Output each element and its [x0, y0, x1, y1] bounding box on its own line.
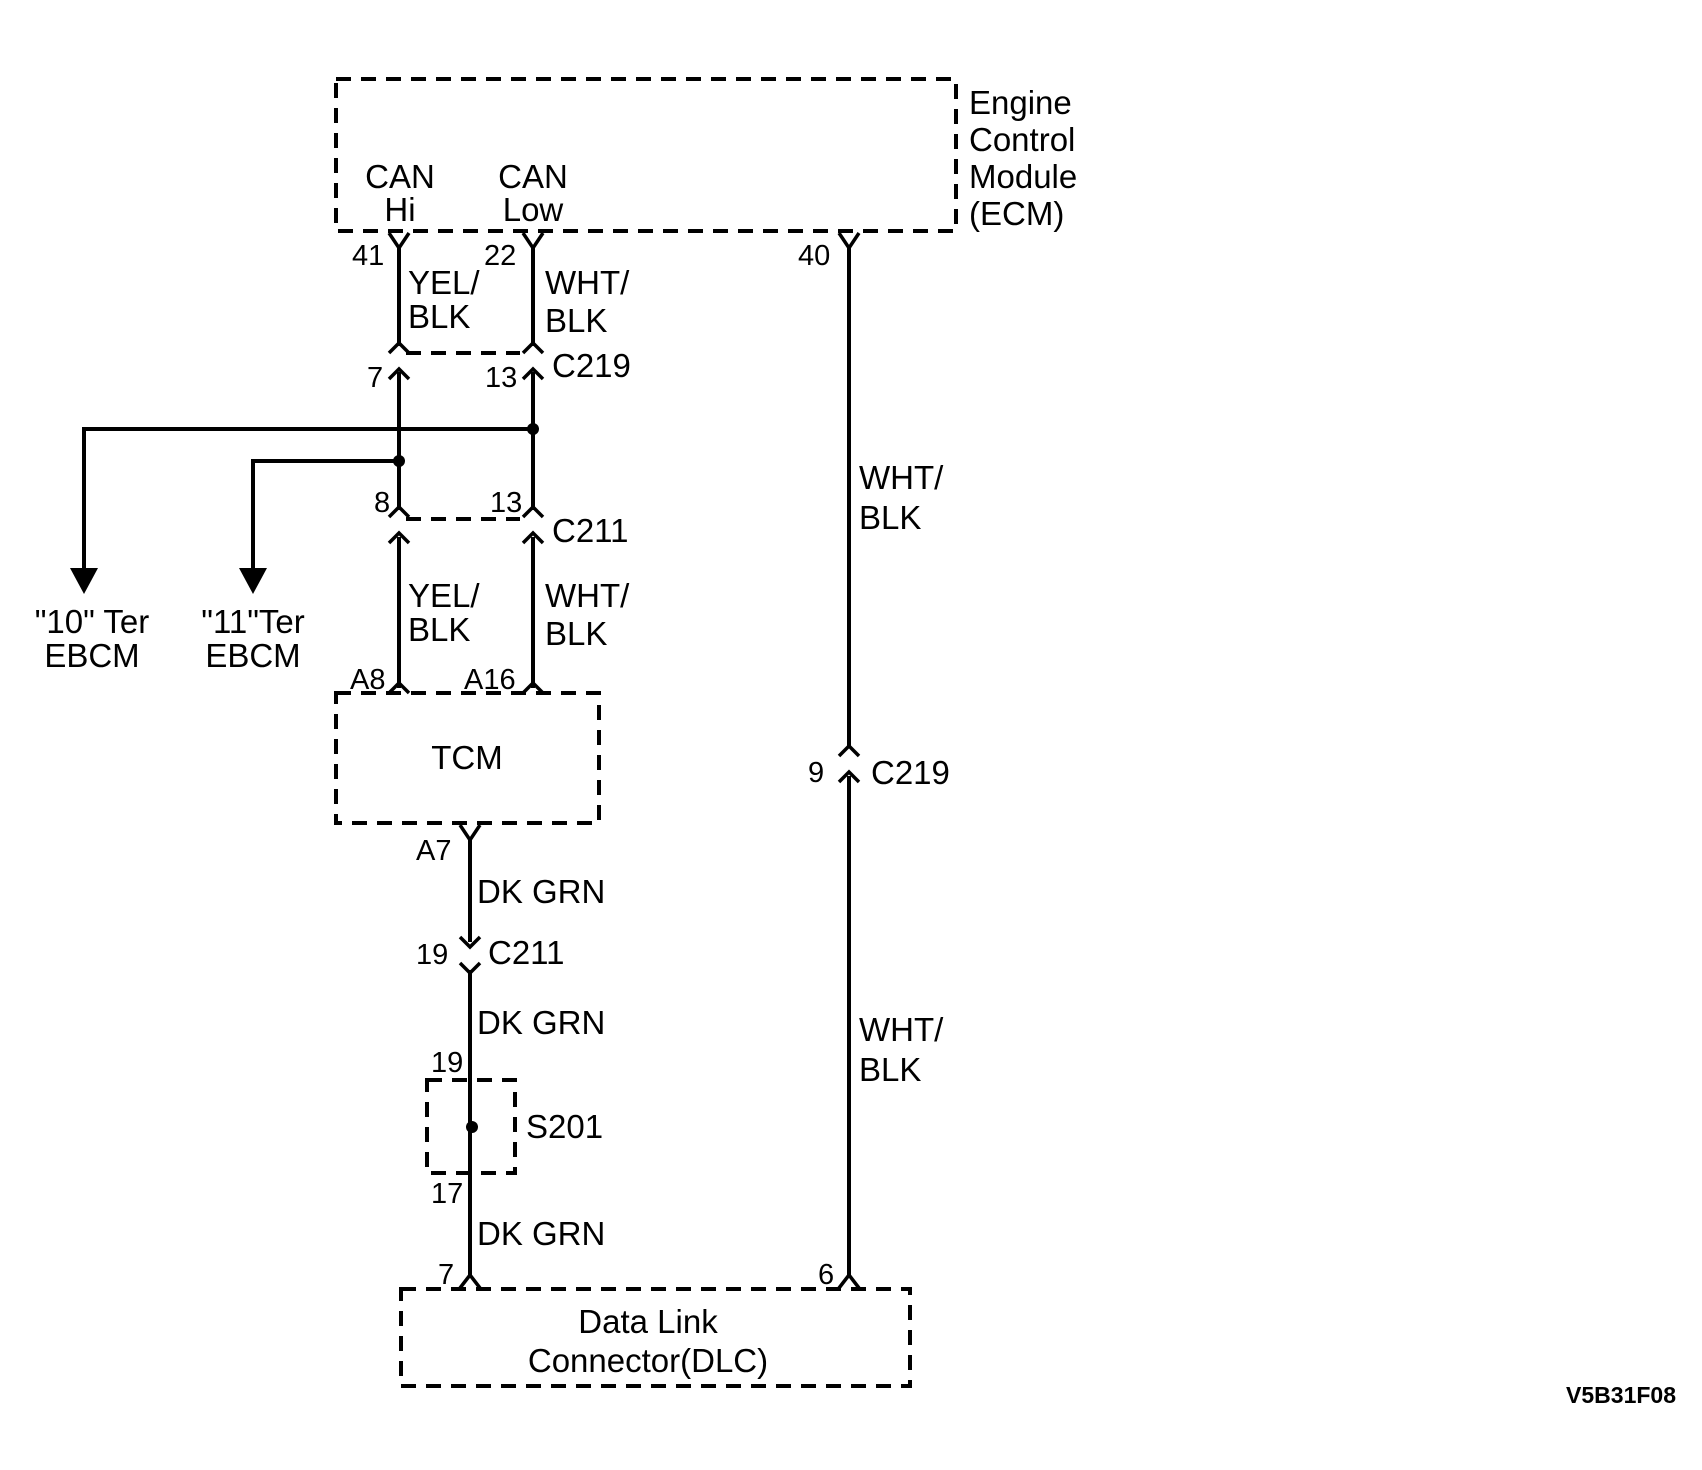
connector-tcm-a8	[387, 680, 411, 695]
connector-id-c219-top: C219	[552, 347, 631, 384]
wire-label-right-upper-1: WHT/	[859, 459, 944, 496]
connector-c211-8-bottom	[387, 530, 411, 545]
ecm-label-line4: (ECM)	[969, 195, 1064, 232]
connector-ecm-40	[837, 232, 861, 252]
splice-label: S201	[526, 1108, 603, 1145]
wire-label-wht-blk-upper-2: BLK	[545, 302, 607, 339]
connector-ecm-41	[387, 232, 411, 252]
ebcm-10-label-line2: EBCM	[44, 637, 139, 674]
pin-ecm-22: 22	[484, 240, 516, 272]
wire-label-yel-blk-upper-1: YEL/	[408, 264, 480, 301]
can-hi-label-line1: CAN	[365, 158, 435, 195]
dlc-label-line1: Data Link	[578, 1303, 718, 1340]
ecm-label-line3: Module	[969, 158, 1077, 195]
pin-dlc-7: 7	[438, 1259, 454, 1291]
pin-c219-13: 13	[485, 362, 517, 394]
connector-c219-7-bottom	[387, 366, 411, 381]
wire-branch-ebcm-11	[251, 459, 399, 570]
dlc-box	[399, 1287, 912, 1388]
connector-c211-19-top	[458, 935, 482, 950]
pin-ecm-40: 40	[798, 240, 830, 272]
wire-label-right-upper-2: BLK	[859, 499, 921, 536]
wire-label-dk-grn-1: DK GRN	[477, 873, 605, 910]
connector-id-c211-mid: C211	[552, 512, 628, 549]
pin-tcm-a16: A16	[464, 664, 516, 696]
pin-tcm-a8: A8	[350, 664, 385, 696]
ebcm-11-label-line1: "11"Ter	[201, 603, 305, 640]
wire-label-yel-blk-lower-2: BLK	[408, 611, 470, 648]
can-low-label-line1: CAN	[498, 158, 568, 195]
ebcm-10-label-line1: "10" Ter	[35, 603, 150, 640]
connector-id-c211-low: C211	[488, 934, 564, 971]
pin-ecm-41: 41	[352, 240, 384, 272]
ebcm-11-label-line2: EBCM	[205, 637, 300, 674]
splice-dot	[466, 1121, 478, 1133]
tcm-label: TCM	[431, 739, 502, 776]
figure-id: V5B31F08	[1566, 1382, 1676, 1408]
can-hi-label-line2: Hi	[384, 191, 415, 228]
dlc-label-line2: Connector(DLC)	[528, 1342, 768, 1379]
ecm-label-line2: Control	[969, 121, 1075, 158]
ecm-box	[334, 77, 958, 233]
pin-c219-9: 9	[808, 757, 824, 789]
pin-c211-19: 19	[416, 939, 448, 971]
connector-c219-13-top	[521, 340, 545, 355]
wire-label-wht-blk-lower-1: WHT/	[545, 577, 630, 614]
tcm-box	[334, 691, 601, 825]
pin-c211-8: 8	[374, 487, 390, 519]
connector-c211-19-bottom	[458, 961, 482, 976]
connector-c211-13-top	[521, 504, 545, 519]
arrow-ebcm-10	[70, 568, 98, 594]
connector-id-c219-right: C219	[871, 754, 950, 791]
arrow-ebcm-11	[239, 568, 267, 594]
wire-label-dk-grn-2: DK GRN	[477, 1004, 605, 1041]
connector-c211-13-bottom	[521, 530, 545, 545]
wire-label-right-lower-1: WHT/	[859, 1011, 944, 1048]
connector-tcm-a7	[458, 824, 482, 844]
connector-ecm-22	[521, 232, 545, 252]
pin-c219-7: 7	[367, 362, 383, 394]
ecm-label-line1: Engine	[969, 84, 1072, 121]
pin-dlc-6: 6	[818, 1259, 834, 1291]
pin-s201-19: 19	[431, 1047, 463, 1079]
pin-tcm-a7: A7	[416, 835, 451, 867]
wire-label-yel-blk-lower-1: YEL/	[408, 577, 480, 614]
junction-can-low	[527, 423, 539, 435]
wire-branch-ebcm-10	[82, 427, 533, 570]
connector-c219-9-top	[837, 743, 861, 758]
connector-c219-9-bottom	[837, 769, 861, 784]
pin-s201-17: 17	[431, 1178, 463, 1210]
junction-can-hi	[393, 455, 405, 467]
connector-tcm-a16	[521, 680, 545, 695]
connector-c219-13-bottom	[521, 366, 545, 381]
connector-c211-8-top	[387, 504, 411, 519]
wire-label-dk-grn-3: DK GRN	[477, 1215, 605, 1252]
connector-dlc-7	[458, 1272, 482, 1290]
connector-dlc-6	[837, 1272, 861, 1290]
wire-label-wht-blk-upper-1: WHT/	[545, 264, 630, 301]
connector-c219-7-top	[387, 340, 411, 355]
can-low-label-line2: Low	[503, 191, 564, 228]
wire-label-right-lower-2: BLK	[859, 1051, 921, 1088]
wire-label-yel-blk-upper-2: BLK	[408, 298, 470, 335]
pin-c211-13: 13	[490, 487, 522, 519]
wire-label-wht-blk-lower-2: BLK	[545, 615, 607, 652]
